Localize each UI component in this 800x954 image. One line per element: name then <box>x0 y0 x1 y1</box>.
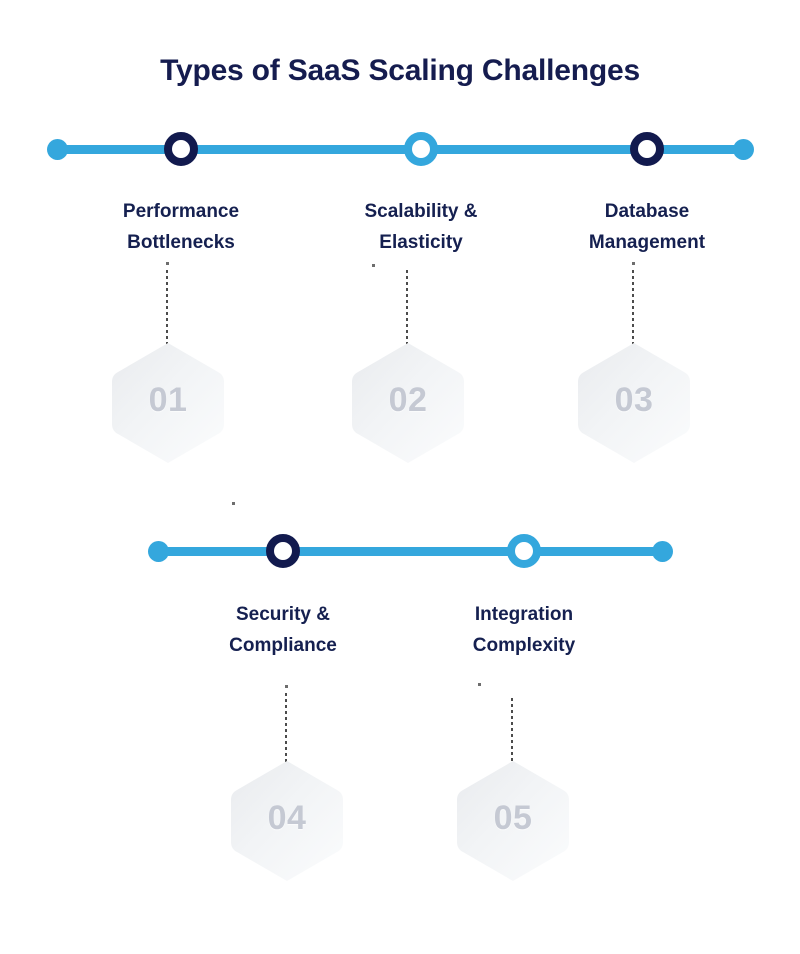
item-label-4-line2: Compliance <box>229 635 337 656</box>
hexagon-02[interactable]: 02 <box>346 341 470 465</box>
hexagon-number-03: 03 <box>614 380 654 419</box>
timeline-endpoint-right-1 <box>733 139 754 160</box>
hexagon-01[interactable]: 01 <box>106 341 230 465</box>
timeline-node-5[interactable] <box>507 534 541 568</box>
connector-4 <box>285 693 287 766</box>
hexagon-03[interactable]: 03 <box>572 341 696 465</box>
timeline-node-3[interactable] <box>630 132 664 166</box>
connector-stub-3 <box>632 262 635 265</box>
page-title: Types of SaaS Scaling Challenges <box>160 54 640 87</box>
connector-5 <box>511 698 513 766</box>
item-label-2: Scalability & Elasticity <box>306 196 536 258</box>
item-label-2-line2: Elasticity <box>379 232 463 253</box>
item-label-1-line1: Performance <box>122 201 240 222</box>
timeline-endpoint-right-2 <box>652 541 673 562</box>
timeline-endpoint-left-2 <box>148 541 169 562</box>
timeline-node-4[interactable] <box>266 534 300 568</box>
timeline-endpoint-left-1 <box>47 139 68 160</box>
item-label-3-line1: Database <box>604 201 690 222</box>
item-label-5: Integration Complexity <box>409 599 639 661</box>
hexagon-04[interactable]: 04 <box>225 759 349 883</box>
connector-stub-5 <box>478 683 481 686</box>
hexagon-number-02: 02 <box>388 380 428 419</box>
timeline-node-2[interactable] <box>404 132 438 166</box>
hexagon-05[interactable]: 05 <box>451 759 575 883</box>
item-label-4-line1: Security & <box>236 604 330 625</box>
item-label-4: Security & Compliance <box>168 599 398 661</box>
connector-2 <box>406 270 408 348</box>
connector-stub-stray <box>232 502 235 505</box>
timeline-bar-1 <box>57 145 744 154</box>
hexagon-number-05: 05 <box>493 798 533 837</box>
hexagon-number-01: 01 <box>148 380 188 419</box>
item-label-2-line1: Scalability & <box>364 201 478 222</box>
item-label-1: Performance Bottlenecks <box>66 196 296 258</box>
item-label-5-line1: Integration <box>474 604 574 625</box>
connector-1 <box>166 270 168 348</box>
hexagon-number-04: 04 <box>267 798 307 837</box>
timeline-bar-2 <box>158 547 663 556</box>
timeline-node-1[interactable] <box>164 132 198 166</box>
item-label-5-line2: Complexity <box>472 635 576 656</box>
item-label-3-line2: Management <box>588 232 706 253</box>
connector-3 <box>632 270 634 348</box>
connector-stub-1 <box>166 262 169 265</box>
item-label-3: Database Management <box>532 196 762 258</box>
item-label-1-line2: Bottlenecks <box>127 232 235 253</box>
connector-stub-4 <box>285 685 288 688</box>
connector-stub-2 <box>372 264 375 267</box>
